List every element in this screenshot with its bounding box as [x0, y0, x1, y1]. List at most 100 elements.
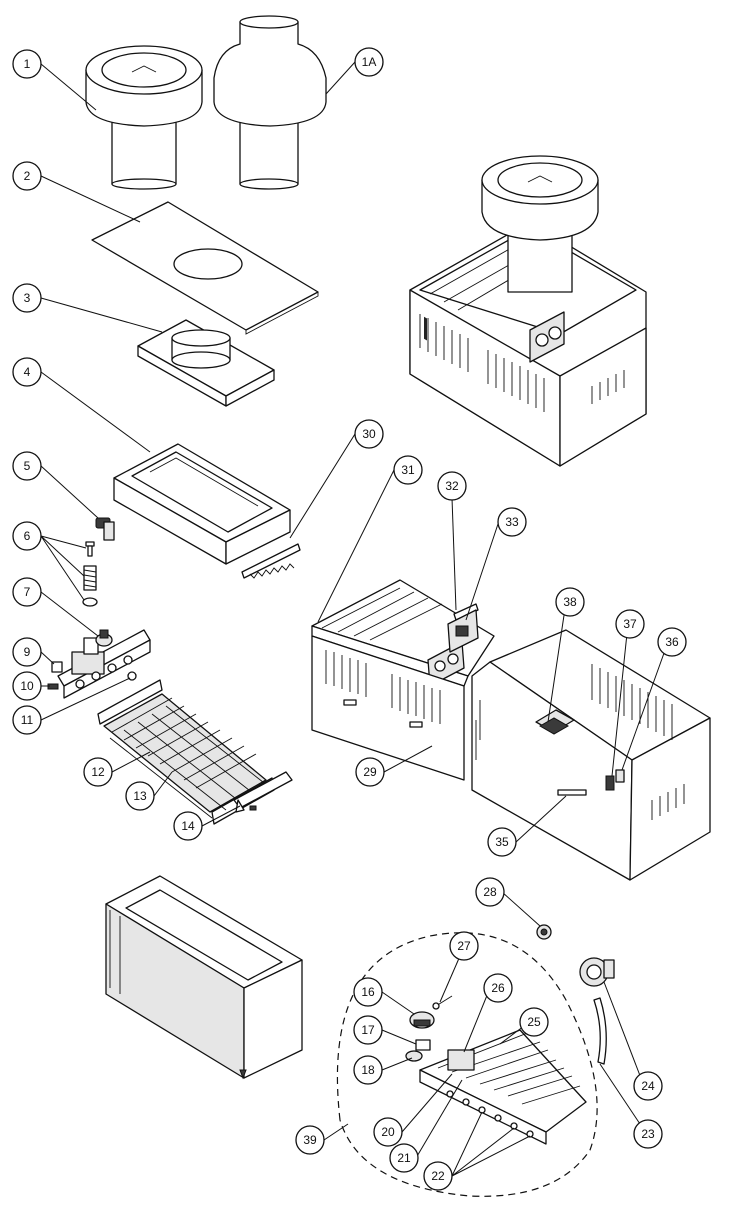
- callout-16: 16: [353, 977, 383, 1007]
- svg-text:33: 33: [505, 515, 519, 529]
- callout-22: 22: [423, 1161, 453, 1191]
- svg-text:14: 14: [181, 819, 195, 833]
- part-3-flue-collar: [137, 319, 275, 407]
- svg-text:5: 5: [24, 459, 31, 473]
- svg-text:16: 16: [361, 985, 375, 999]
- part-25-burner-tray: [419, 1029, 587, 1145]
- part-7-gas-valve-manifold: [57, 629, 151, 699]
- part-1-draft-hood: [85, 45, 203, 190]
- callout-12: 12: [83, 757, 113, 787]
- callout-3: 3: [12, 283, 42, 313]
- callout-18: 18: [353, 1055, 383, 1085]
- svg-text:10: 10: [20, 679, 34, 693]
- part-17-fitting: [415, 1039, 431, 1051]
- svg-text:7: 7: [24, 585, 31, 599]
- callout-36: 36: [657, 627, 687, 657]
- part-6-hardware: [82, 541, 98, 607]
- part-36-thermostat-switch: [615, 769, 625, 783]
- callout-1: 1: [12, 49, 42, 79]
- part-30-baffle-strip: [241, 543, 301, 579]
- svg-text:35: 35: [495, 835, 509, 849]
- part-9-switch: [51, 661, 63, 673]
- callout-33: 33: [497, 507, 527, 537]
- callout-32: 32: [437, 471, 467, 501]
- part-13-burner-tubes: [103, 693, 269, 819]
- part-33-control-board: [447, 609, 479, 653]
- svg-text:6: 6: [24, 529, 31, 543]
- callout-9: 9: [12, 637, 42, 667]
- callout-31: 31: [393, 455, 423, 485]
- assembled-louvers-front: [424, 316, 427, 341]
- callout-5: 5: [12, 451, 42, 481]
- svg-text:1A: 1A: [362, 55, 377, 69]
- callout-29: 29: [355, 757, 385, 787]
- svg-text:37: 37: [623, 617, 637, 631]
- svg-text:21: 21: [397, 1151, 411, 1165]
- leader-lines: [40, 61, 669, 1177]
- callout-2: 2: [12, 161, 42, 191]
- svg-text:20: 20: [381, 1125, 395, 1139]
- callout-17: 17: [353, 1015, 383, 1045]
- callout-37: 37: [615, 609, 645, 639]
- callout-24: 24: [633, 1071, 663, 1101]
- svg-text:11: 11: [21, 713, 34, 727]
- callout-21: 21: [389, 1143, 419, 1173]
- svg-text:31: 31: [401, 463, 415, 477]
- svg-text:39: 39: [303, 1133, 317, 1147]
- svg-text:12: 12: [91, 765, 105, 779]
- svg-text:28: 28: [483, 885, 497, 899]
- callout-11: 11: [12, 705, 42, 735]
- part-22-orifices: [446, 1090, 534, 1138]
- callout-1a: 1A: [354, 47, 384, 77]
- part-14-pilot-bracket: [233, 771, 293, 813]
- svg-text:13: 13: [133, 789, 147, 803]
- part-2-top-panel: [91, 201, 319, 335]
- part-31-jacket-top: [311, 579, 495, 687]
- callout-38: 38: [555, 587, 585, 617]
- callout-7: 7: [12, 577, 42, 607]
- part-16-gas-valve: [409, 1011, 435, 1029]
- part-28-fan-motor: [536, 924, 552, 940]
- part-26-manifold: [447, 1049, 475, 1071]
- part-32-control-bracket: [453, 603, 479, 621]
- part-27-pilot-tube: [432, 995, 453, 1010]
- svg-text:24: 24: [641, 1079, 655, 1093]
- part-35-bracket: [557, 789, 587, 796]
- callout-26: 26: [483, 973, 513, 1003]
- svg-text:27: 27: [457, 939, 471, 953]
- callout-30: 30: [354, 419, 384, 449]
- svg-text:18: 18: [361, 1063, 375, 1077]
- callout-10: 10: [12, 671, 42, 701]
- callout-28: 28: [475, 877, 505, 907]
- svg-text:2: 2: [24, 169, 31, 183]
- svg-text:17: 17: [361, 1023, 375, 1037]
- callout-14: 14: [173, 811, 203, 841]
- callout-39: 39: [295, 1125, 325, 1155]
- part-39-burner-assembly-outline: [336, 932, 598, 1197]
- part-37-pressure-switch: [605, 775, 615, 791]
- svg-text:32: 32: [445, 479, 459, 493]
- base-frame: [105, 875, 303, 1080]
- svg-text:30: 30: [362, 427, 376, 441]
- cabinet-enclosure: [471, 629, 711, 881]
- callout-23: 23: [633, 1119, 663, 1149]
- callout-6: 6: [12, 521, 42, 551]
- part-38-junction-box: [535, 709, 575, 735]
- part-29-jacket-front: [311, 635, 465, 781]
- svg-text:26: 26: [491, 981, 505, 995]
- svg-text:29: 29: [363, 765, 377, 779]
- svg-text:4: 4: [24, 365, 31, 379]
- callout-27: 27: [449, 931, 479, 961]
- callout-25: 25: [519, 1007, 549, 1037]
- callout-4: 4: [12, 357, 42, 387]
- svg-text:23: 23: [641, 1127, 655, 1141]
- part-5-elbow-fitting: [95, 517, 115, 541]
- svg-text:38: 38: [563, 595, 577, 609]
- svg-text:36: 36: [665, 635, 679, 649]
- part-24-blower: [579, 957, 615, 987]
- callout-35: 35: [487, 827, 517, 857]
- svg-text:25: 25: [527, 1015, 541, 1029]
- callout-13: 13: [125, 781, 155, 811]
- svg-text:9: 9: [24, 645, 31, 659]
